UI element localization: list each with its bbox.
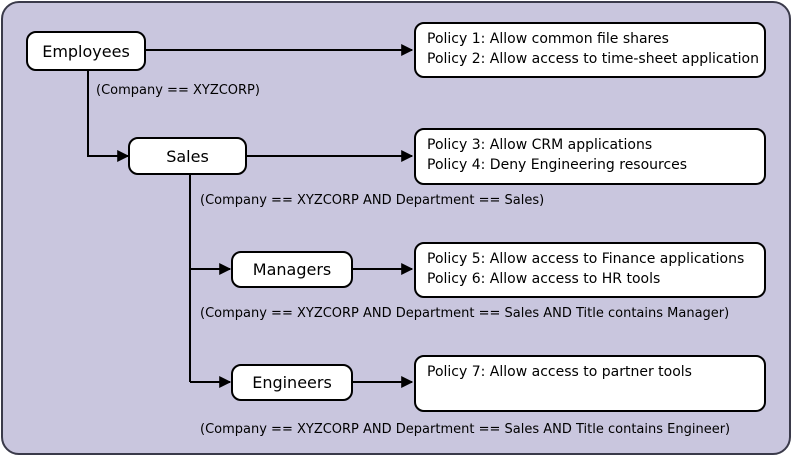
policy-box-managers: Policy 5: Allow access to Finance applic… <box>414 242 766 298</box>
policy-4-text: Policy 4: Deny Engineering resources <box>427 157 688 173</box>
node-managers: Managers <box>231 251 353 288</box>
node-sales: Sales <box>128 137 247 175</box>
policy-3-text: Policy 3: Allow CRM applications <box>427 137 653 153</box>
policy-box-employees: Policy 1: Allow common file shares Polic… <box>414 22 766 78</box>
policy-5-text: Policy 5: Allow access to Finance applic… <box>427 251 745 267</box>
node-engineers: Engineers <box>231 364 353 401</box>
condition-employees: (Company == XYZCORP) <box>96 83 260 98</box>
node-employees: Employees <box>26 31 146 71</box>
policy-1-text: Policy 1: Allow common file shares <box>427 31 669 47</box>
connector-employees-sales <box>87 70 130 162</box>
policy-6-text: Policy 6: Allow access to HR tools <box>427 271 661 287</box>
condition-engineers: (Company == XYZCORP AND Department == Sa… <box>200 422 731 437</box>
policy-7-text: Policy 7: Allow access to partner tools <box>427 364 692 380</box>
policy-box-engineers: Policy 7: Allow access to partner tools <box>414 355 766 412</box>
policy-box-sales: Policy 3: Allow CRM applications Policy … <box>414 128 766 185</box>
condition-managers: (Company == XYZCORP AND Department == Sa… <box>200 306 730 321</box>
policy-2-text: Policy 2: Allow access to time-sheet app… <box>427 51 759 67</box>
condition-sales: (Company == XYZCORP AND Department == Sa… <box>200 193 545 208</box>
